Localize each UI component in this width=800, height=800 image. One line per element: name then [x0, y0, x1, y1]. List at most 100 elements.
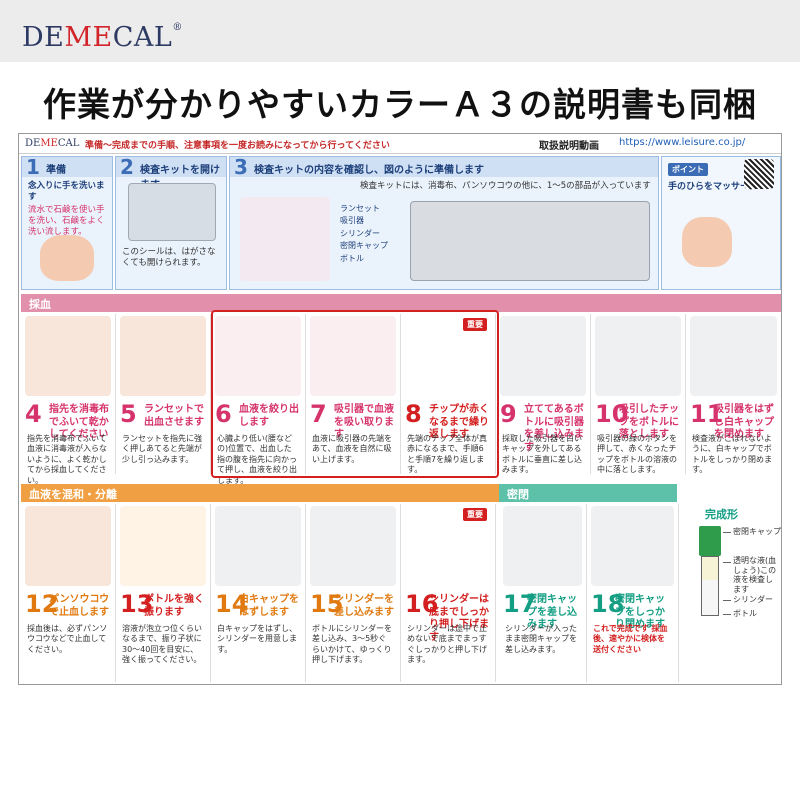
- step-title: 指先を消毒布でふいて乾かしてください: [49, 404, 109, 440]
- step-card: 14 白キャップをはずします 白キャップをはずし、シリンダーを用意します。: [211, 504, 306, 682]
- prep-title: 検査キットの内容を確認し、図のように準備します: [254, 165, 484, 176]
- prep-card-1: 1 準備 念入りに手を洗います 流水で石鹸を使い手を洗い、石鹸をよく洗い流します…: [21, 155, 113, 290]
- section-mix: 血液を混和・分離: [21, 484, 499, 502]
- massage-hand-image: [682, 217, 732, 267]
- step-text: 溶液が泡立つ位くらいなるまで、振り子状に30〜40回を目安に、強く振ってください…: [122, 624, 202, 665]
- step-card: 5 ランセットで出血させます ランセットを指先に強く押しあてると先端が少し引っ込…: [116, 314, 211, 474]
- step-title: 立ててあるボトルに吸引器を差し込みます: [524, 404, 584, 453]
- video-link[interactable]: https://www.leisure.co.jp/: [619, 137, 746, 148]
- step-card: 13 ボトルを強く振ります 溶液が泡立つ位くらいなるまで、振り子状に30〜40回…: [116, 504, 211, 682]
- step-text: 検査液がこぼれないように、白キャップでボトルをしっかり閉めます。: [692, 434, 772, 475]
- lancet-image: [240, 197, 330, 281]
- step-image: [25, 506, 111, 586]
- instruction-sheet: DEMECAL 準備〜完成までの手順、注意事項を一度お読みになってから行ってくだ…: [18, 133, 782, 685]
- step-title: 密閉キャップをしっかり閉めます: [615, 594, 665, 630]
- step-image: [120, 506, 206, 586]
- tip-text: 手のひらをマッサージ: [668, 182, 758, 192]
- step-card: 18 密閉キャップをしっかり閉めます これで完成です 採血後、速やかに検体を送付…: [587, 504, 679, 682]
- step-card: 12 パンソウコウで止血します 採血後は、必ずパンソウコウなどで止血してください…: [21, 504, 116, 682]
- step-title: 白キャップをはずします: [239, 594, 299, 618]
- step-card: 6 血液を絞り出します 心臓より低い(腰などの)位置で、出血した指の腹を指先に向…: [211, 314, 306, 485]
- step-text: 血液に吸引器の先端をあて、血液を自然に吸い上げます。: [312, 434, 392, 464]
- parts-list: ランセット 吸引器 シリンダー 密閉キャップ ボトル: [340, 203, 388, 265]
- step-title: ランセットで出血させます: [144, 404, 204, 428]
- part-label: ランセット: [340, 204, 380, 213]
- part-label: 吸引器: [340, 216, 364, 226]
- tip-badge: ポイント: [668, 163, 708, 176]
- important-highlight: [211, 310, 499, 478]
- step-card: 17 密閉キャップを差し込みます シリンダーが入ったまま密閉キャップを差し込みま…: [499, 504, 587, 682]
- sealing-cap-image: [699, 526, 721, 556]
- prep-card-3: 3 検査キットの内容を確認し、図のように準備します 検査キットには、消毒布、パン…: [229, 155, 659, 290]
- step-card: 9 立ててあるボトルに吸引器を差し込みます 採取した吸引器を白いキャップを外して…: [496, 314, 591, 474]
- step-text: これで完成です 採血後、速やかに検体を送付ください: [593, 624, 668, 654]
- step-number: 16: [405, 590, 439, 618]
- step-image: [215, 316, 301, 396]
- step-title: 血液を絞り出します: [239, 404, 299, 428]
- sheet-header: DEMECAL 準備〜完成までの手順、注意事項を一度お読みになってから行ってくだ…: [19, 134, 781, 154]
- step-text: 採血後は、必ずパンソウコウなどで止血してください。: [27, 624, 108, 654]
- step-text: 採取した吸引器を白いキャップを外してあるボトルに垂直に差し込みます。: [502, 434, 582, 475]
- qr-code-icon[interactable]: [744, 159, 774, 189]
- complete-label: 密閉キャップ: [733, 527, 781, 536]
- prep-body: 流水で石鹸を使い手を洗い、石鹸をよく洗い流します。: [28, 205, 105, 238]
- step-title: ボトルを強く振ります: [144, 594, 204, 618]
- step-image: [310, 506, 396, 586]
- step-image: [500, 316, 586, 396]
- step-number: 6: [215, 400, 232, 428]
- prep-body: 検査キットには、消毒布、パンソウコウの他に、1〜5の部品が入っています: [360, 181, 651, 191]
- kit-tray-image: [410, 201, 650, 281]
- step-card: 15 シリンダーを差し込みます ボトルにシリンダーを差し込み、3〜5秒ぐらいかけ…: [306, 504, 401, 682]
- step-number: 10: [595, 400, 629, 428]
- step-text: 心臓より低い(腰などの)位置で、出血した指の腹を指先に向かって押し、血液を絞り出…: [217, 434, 297, 485]
- step-number: 14: [215, 590, 249, 618]
- step-number: 12: [25, 590, 59, 618]
- step-card: 7 吸引器で血液を吸い取ります 血液に吸引器の先端をあて、血液を自然に吸い上げま…: [306, 314, 401, 474]
- step-text: 吸引器の緑のボタンを押して、赤くなったチップをボトルの溶液の中に落とします。: [597, 434, 677, 475]
- section-title: 密閉: [507, 488, 529, 501]
- kit-box-image: [128, 183, 216, 241]
- step-number: 5: [120, 400, 137, 428]
- step-number: 4: [25, 400, 42, 428]
- step-number: 9: [500, 400, 517, 428]
- part-label: シリンダー: [340, 228, 380, 238]
- step-card: 重要 8 チップが赤くなるまで繰り返します 先端のチップ全体が真赤になるまで、手…: [401, 314, 496, 474]
- step-text: シリンダーは途中で止めないで底までまっすぐしっかりと押し下げます。: [407, 624, 487, 665]
- prep-body: このシールは、はがさなくても開けられます。: [122, 247, 216, 269]
- step-text: 指先を消毒布でふいて血液に消毒液が入らないように、よく乾かしてから採血してくださ…: [27, 434, 107, 485]
- prep-row: 1 準備 念入りに手を洗います 流水で石鹸を使い手を洗い、石鹸をよく洗い流します…: [21, 155, 781, 412]
- step-image: [25, 316, 111, 396]
- step-image: [690, 316, 777, 396]
- step-image: [595, 316, 681, 396]
- step-number: 15: [310, 590, 344, 618]
- step-title: 密閉キャップを差し込みます: [527, 594, 577, 630]
- headline: 作業が分かりやすいカラーＡ３の説明書も同梱: [43, 85, 757, 124]
- complete-label: シリンダー: [733, 595, 773, 604]
- section-title: 採血: [29, 298, 51, 311]
- tip-card: ポイント 手のひらをマッサージ: [661, 156, 781, 290]
- step-card: 10 吸引したチップをボトルに落とします 吸引器の緑のボタンを押して、赤くなった…: [591, 314, 686, 474]
- step-image: [120, 316, 206, 396]
- important-badge: 重要: [463, 508, 487, 521]
- prep-num: 1: [26, 155, 40, 179]
- section-collect: 採血: [21, 294, 781, 312]
- step-title: パンソウコウで止血します: [49, 594, 110, 618]
- prep-num: 2: [120, 155, 134, 179]
- bottle-image: [701, 556, 719, 616]
- video-label: 取扱説明動画: [539, 141, 599, 152]
- step-number: 11: [690, 400, 724, 428]
- collect-row: 4 指先を消毒布でふいて乾かしてください 指先を消毒布でふいて血液に消毒液が入ら…: [21, 310, 781, 485]
- washing-hands-image: [40, 235, 94, 281]
- prep-note: 準備〜完成までの手順、注意事項を一度お読みになってから行ってください: [85, 141, 390, 151]
- section-seal: 密閉: [499, 484, 677, 502]
- part-label: 密閉キャップ: [340, 241, 388, 251]
- step-card: 重要 16 シリンダーは底までしっかり押し下げます シリンダーは途中で止めないで…: [401, 504, 496, 682]
- step-title: シリンダーは底までしっかり押し下げます: [429, 594, 489, 643]
- complete-panel: 完成形 密閉キャップ 透明な液(血しょう)この液を検査します シリンダー ボトル: [681, 504, 781, 682]
- step-image: [310, 316, 396, 396]
- prep-sub: 念入りに手を洗います: [28, 181, 105, 203]
- step-number: 18: [591, 590, 625, 618]
- step-text: 先端のチップ全体が真赤になるまで、手順6と手順7を繰り返します。: [407, 434, 487, 475]
- step-text: ランセットを指先に強く押しあてると先端が少し引っ込みます。: [122, 434, 202, 464]
- mix-seal-row: 12 パンソウコウで止血します 採血後は、必ずパンソウコウなどで止血してください…: [21, 504, 781, 684]
